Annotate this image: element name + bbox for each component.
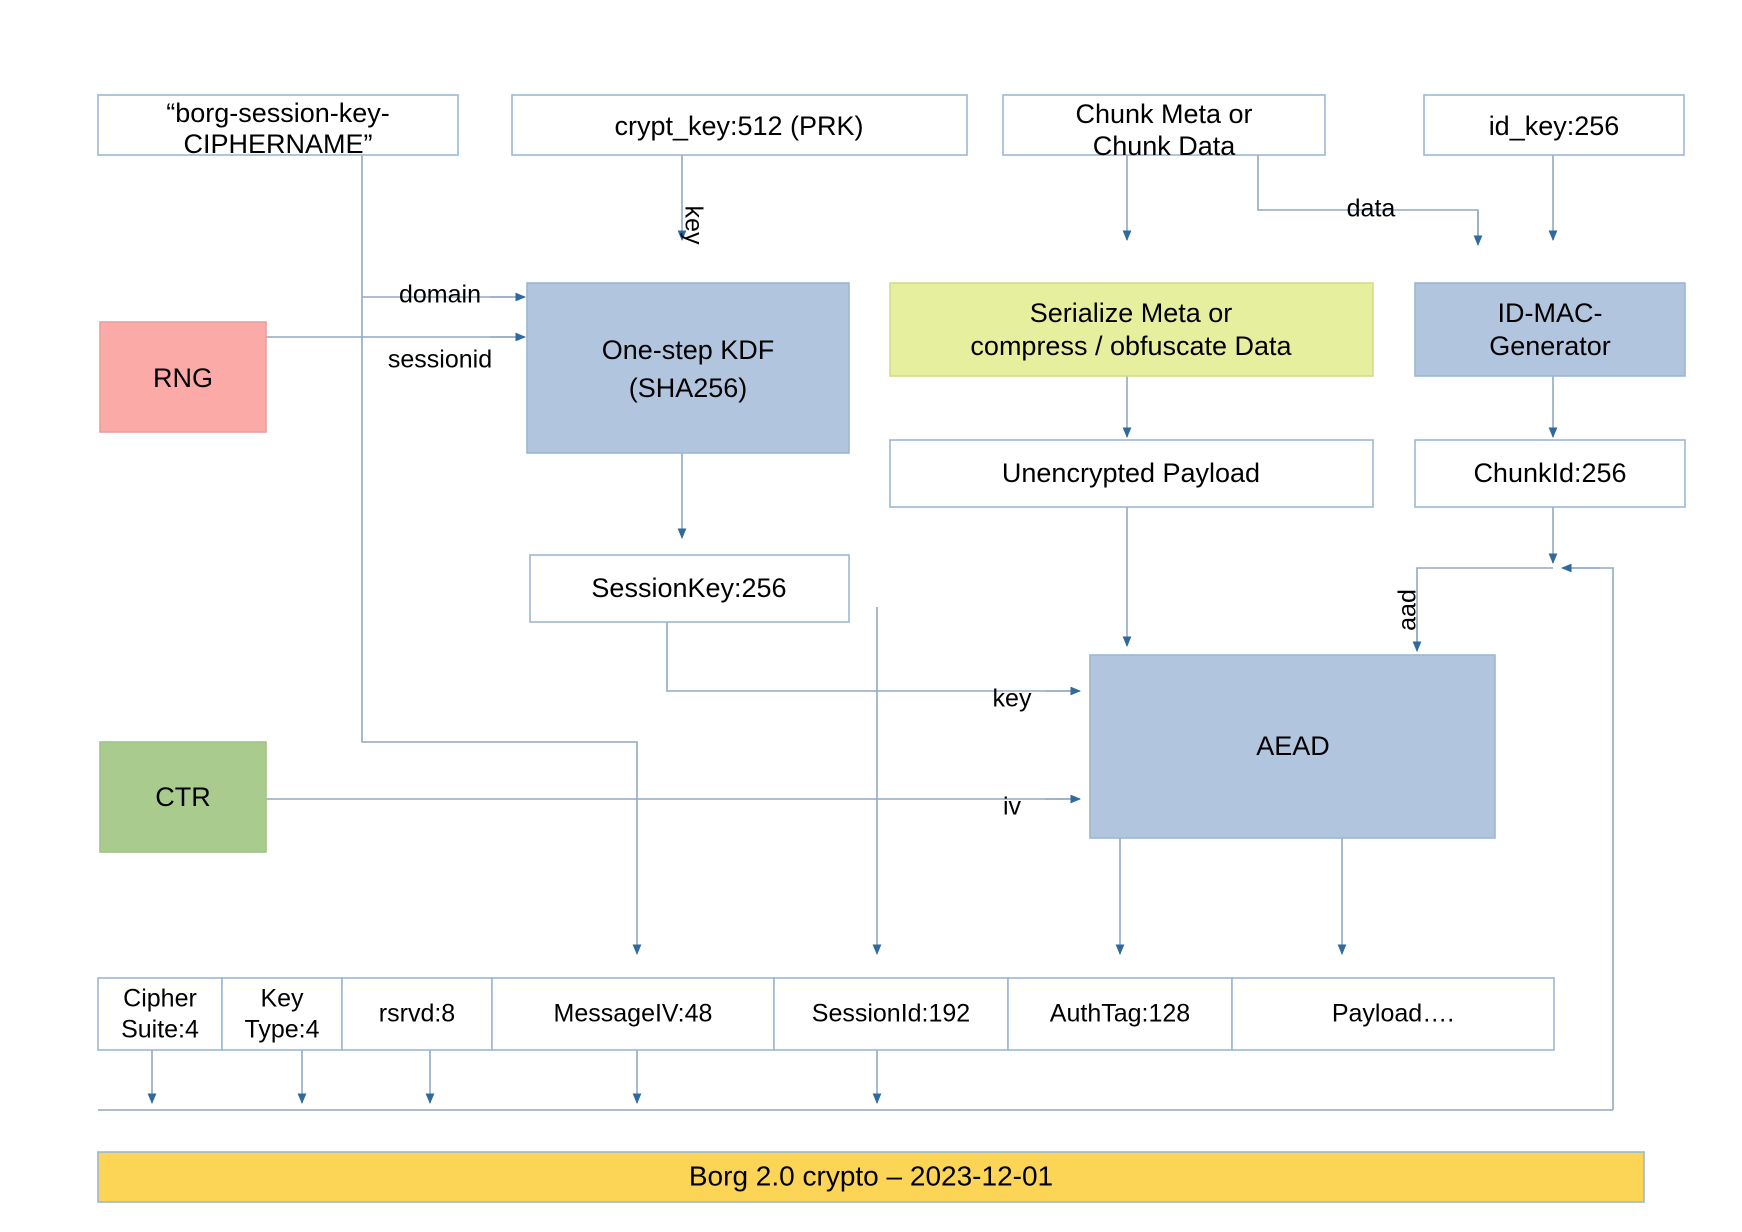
title-banner-label: Borg 2.0 crypto – 2023-12-01 — [689, 1160, 1053, 1191]
packet-field-cell — [491, 977, 775, 1051]
node-idmac-line2: Generator — [1489, 331, 1611, 361]
packet-field-1-line2: Type:4 — [244, 1016, 319, 1044]
node-serialize-line2: compress / obfuscate Data — [970, 331, 1292, 361]
edge-label-iv: iv — [1003, 793, 1022, 821]
packet-field-cell — [97, 977, 223, 1051]
node-idmac-line1: ID-MAC- — [1498, 298, 1603, 328]
node-chunk-id-label: ChunkId:256 — [1473, 458, 1626, 488]
edge-label-domain: domain — [399, 281, 481, 309]
edge-aad — [1416, 567, 1553, 646]
packet-field-3-line1: MessageIV:48 — [554, 1000, 713, 1028]
packet-field-6-line1: Payload…. — [1332, 1000, 1454, 1028]
packet-field-cell — [341, 977, 493, 1051]
edge-right-bus — [1568, 567, 1614, 1110]
packet-field-cell — [1231, 977, 1555, 1051]
node-id-key — [1423, 94, 1685, 156]
node-id-mac-generator — [1414, 282, 1686, 377]
packet-field-cell — [221, 977, 343, 1051]
packet-field-4-line1: SessionId:192 — [812, 1000, 970, 1028]
node-session-key — [529, 554, 850, 623]
node-domain-string-line2: CIPHERNAME” — [183, 129, 372, 159]
node-chunk-source-line1: Chunk Meta or — [1075, 99, 1252, 129]
edge-label-sessionid: sessionid — [388, 346, 492, 374]
node-ctr-label: CTR — [155, 782, 211, 812]
node-unencrypted-payload — [889, 439, 1374, 508]
node-aead-label: AEAD — [1256, 731, 1330, 761]
node-session-key-label: SessionKey:256 — [591, 573, 786, 603]
node-serialize — [889, 282, 1374, 377]
edge-label-key-aead: key — [993, 685, 1032, 713]
node-chunk-source — [1002, 94, 1326, 156]
packet-field-row: Cipher Suite:4 Key Type:4 rsrvd:8 Messag… — [97, 977, 1555, 1051]
node-ctr — [99, 741, 267, 853]
packet-field-2-line1: rsrvd:8 — [379, 1000, 455, 1028]
edge-label-aad: aad — [1394, 589, 1422, 631]
node-chunk-source-line2: Chunk Data — [1093, 131, 1237, 161]
node-serialize-line1: Serialize Meta or — [1030, 298, 1233, 328]
node-crypt-key-label: crypt_key:512 (PRK) — [614, 111, 863, 141]
edge-label-key-kdf: key — [679, 206, 707, 245]
packet-field-1-line1: Key — [260, 985, 304, 1013]
packet-field-0-line2: Suite:4 — [121, 1016, 199, 1044]
packet-field-5-line1: AuthTag:128 — [1050, 1000, 1190, 1028]
node-unencrypted-payload-label: Unencrypted Payload — [1002, 458, 1260, 488]
packet-field-cell — [773, 977, 1009, 1051]
edge-domain — [361, 155, 520, 298]
node-domain-string-line1: “borg-session-key- — [166, 98, 390, 128]
node-rng-label: RNG — [153, 363, 213, 393]
node-rng — [99, 321, 267, 433]
edge-sessionkey-aead — [666, 607, 1075, 692]
node-aead — [1089, 654, 1496, 839]
edge-ctrpath-messageiv — [361, 297, 642, 955]
packet-field-cell — [1007, 977, 1233, 1051]
edge-label-data: data — [1347, 195, 1396, 223]
node-kdf — [526, 282, 850, 454]
node-chunk-id — [1414, 439, 1686, 508]
packet-field-0-line1: Cipher — [123, 985, 197, 1013]
node-kdf-line1: One-step KDF — [602, 335, 775, 365]
title-banner — [97, 1151, 1645, 1203]
node-domain-string — [97, 94, 459, 156]
node-crypt-key — [511, 94, 968, 156]
node-kdf-line2: (SHA256) — [629, 373, 748, 403]
node-id-key-label: id_key:256 — [1489, 111, 1620, 141]
